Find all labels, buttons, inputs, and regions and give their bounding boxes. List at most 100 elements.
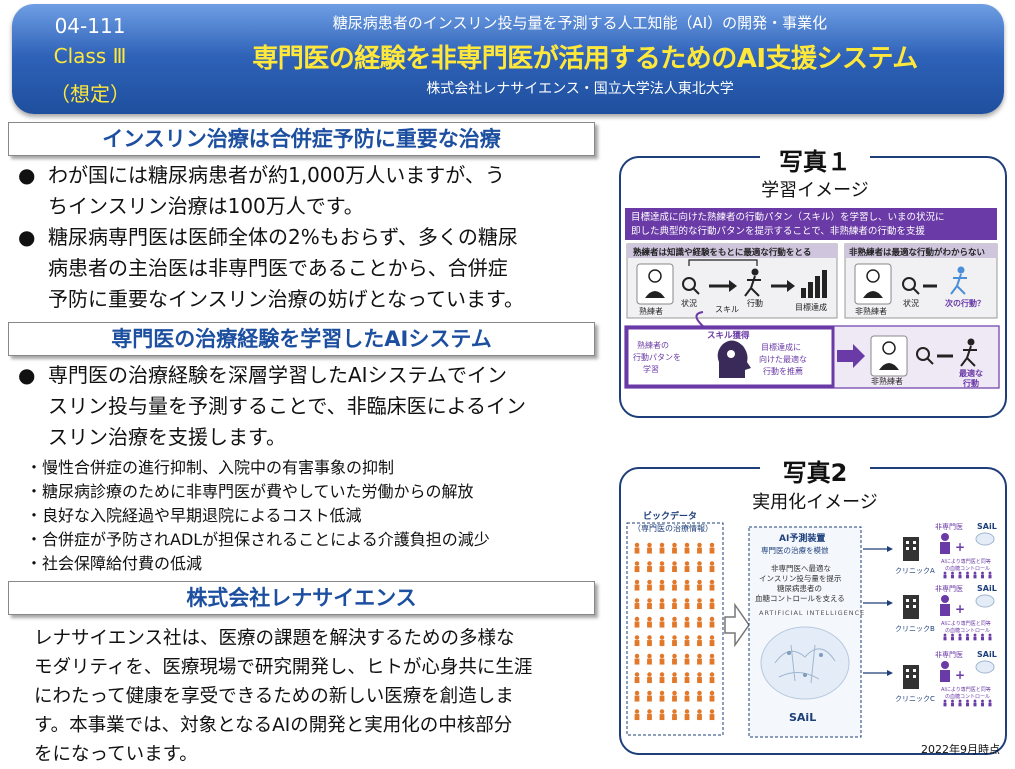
- brain-head-icon: [717, 340, 751, 378]
- goal-label: 目標達成: [795, 302, 827, 312]
- person-icon: [672, 561, 677, 573]
- building-icon: [903, 537, 919, 561]
- sail-logo: SAiL: [977, 522, 997, 531]
- situation-label: 状況: [903, 298, 919, 308]
- photo1-subtitle: 学習イメージ: [761, 180, 869, 201]
- person-icon: [697, 709, 702, 721]
- person-icon: [958, 633, 962, 641]
- plus-icon: +: [955, 668, 965, 682]
- person-icon: [659, 709, 665, 721]
- person-icon: [966, 699, 969, 707]
- person-icon: [684, 635, 690, 647]
- control-text: の血糖コントロール: [945, 627, 990, 634]
- arrow-head-icon: [887, 600, 893, 606]
- expert-box-header: [627, 244, 837, 258]
- ai-subtitle: 専門医の治療を模倣: [761, 545, 829, 555]
- situation-label: 状況: [681, 298, 697, 308]
- page-title: 専門医の経験を非専門医が活用するためのAI支援システム: [252, 44, 918, 74]
- person-icon: [684, 598, 690, 610]
- clinic-label: クリニックB: [895, 625, 935, 633]
- bullet-line: 予防に重要なインスリン治療の妨げとなっています。: [48, 287, 524, 311]
- person-icon: [659, 635, 665, 647]
- benefits-list: ・慢性合併症の進行抑制、入院中の有害事象の抑制 ・糖尿病診療のために非専門医が費…: [26, 456, 606, 576]
- learning-banner: [625, 208, 997, 240]
- person-icon: [634, 579, 640, 591]
- person-icon: [672, 542, 677, 554]
- person-icon: [647, 635, 652, 647]
- skill-bracket: [688, 259, 758, 266]
- expert-person-icon: [636, 263, 674, 305]
- expert-label: 熟練者: [639, 306, 663, 316]
- person-icon: [951, 571, 954, 579]
- novice-box-header: [845, 244, 997, 258]
- brain-network-icon: [760, 626, 850, 700]
- person-icon: [634, 690, 640, 702]
- patient-icons: [943, 571, 992, 579]
- patient-icons: [943, 633, 992, 641]
- doctor-icon: [940, 661, 950, 682]
- plus-icon: +: [955, 540, 965, 554]
- action-label: 行動: [747, 298, 763, 308]
- section-heading-company: 株式会社レナサイエンス: [8, 581, 595, 615]
- person-icon: [647, 616, 652, 628]
- bullet-line: スリン治療を支援します。: [48, 425, 286, 449]
- person-icon: [634, 598, 640, 610]
- person-icon: [647, 579, 652, 591]
- photo2-title: 写真2: [760, 453, 870, 488]
- person-icon: [647, 561, 652, 573]
- person-icon: [672, 690, 677, 702]
- person-icon: [659, 561, 665, 573]
- photo2-subtitle: 実用化イメージ: [752, 492, 878, 513]
- person-icon: [659, 542, 665, 554]
- description-line: にわたって健康を享受できるための新しい医療を創造しま: [34, 686, 514, 707]
- learn-line: 熟練者の: [637, 340, 669, 350]
- control-text: AIにより専門医と同等: [941, 558, 991, 565]
- section-heading-ai-system: 専門医の治療経験を学習したAIシステム: [8, 322, 595, 356]
- benefit-item: ・慢性合併症の進行抑制、入院中の有害事象の抑制: [26, 458, 395, 477]
- person-icon: [672, 653, 677, 665]
- person-icon: [697, 542, 702, 554]
- learning-diagram: 目標達成に向けた熟練者の行動パタン（スキル）を学習し、いまの状況に 即した典型的…: [624, 208, 1000, 389]
- person-icon: [951, 699, 954, 707]
- person-icon: [684, 653, 690, 665]
- arrow-head-icon: [887, 670, 893, 676]
- person-icon: [647, 598, 652, 610]
- brain-icon: [975, 660, 995, 674]
- bullet-line: 糖尿病専門医は医師全体の2%もおらず、多くの糖尿: [48, 225, 518, 249]
- person-icon: [697, 579, 702, 591]
- banner-line: 即した典型的な行動パタンを提示することで、非熟練者の行動を支援: [631, 225, 925, 237]
- person-icon: [697, 561, 702, 573]
- plus-icon: +: [955, 602, 965, 616]
- skill-label: スキル: [715, 305, 739, 314]
- recommend-line: 目標達成に: [761, 342, 801, 352]
- person-icon: [684, 690, 690, 702]
- ai-desc-line: 糖尿病患者の: [777, 583, 822, 593]
- clinic-b: クリニックB 非専門医 + SAiL AIにより専門医と同等 の血糖コントロール: [895, 584, 997, 641]
- clinic-label: クリニックA: [895, 567, 935, 575]
- control-text: AIにより専門医と同等: [941, 620, 991, 627]
- person-icon: [697, 690, 702, 702]
- person-icon: [958, 699, 962, 707]
- ai-desc-line: 血糖コントロールを支える: [755, 593, 845, 603]
- person-icon: [634, 635, 640, 647]
- person-icon: [709, 709, 715, 721]
- bullet-dot: ●: [18, 363, 36, 387]
- person-icon: [988, 699, 992, 707]
- magnifier-icon: [902, 277, 920, 295]
- bigdata-label: ビックデータ: [643, 510, 697, 522]
- person-icon: [709, 579, 715, 591]
- ai-caption: ARTIFICIAL INTELLIGENCE: [759, 609, 865, 617]
- benefit-item: ・糖尿病診療のために非専門医が費やしていた労働からの解放: [26, 482, 474, 501]
- person-icon: [697, 672, 702, 684]
- sail-logo: SAiL: [977, 650, 997, 659]
- person-icon: [709, 690, 715, 702]
- running-person-icon: [960, 338, 977, 367]
- bullet-line: 専門医の治療経験を深層学習したAIシステムでイン: [48, 363, 507, 387]
- person-icon: [647, 653, 652, 665]
- person-icon: [684, 616, 690, 628]
- person-icon: [981, 699, 984, 707]
- person-icon: [634, 561, 640, 573]
- person-icon: [966, 571, 969, 579]
- expert-box-label: 熟練者は知識や経験をもとに最適な行動をとる: [633, 247, 811, 258]
- person-icon: [684, 709, 690, 721]
